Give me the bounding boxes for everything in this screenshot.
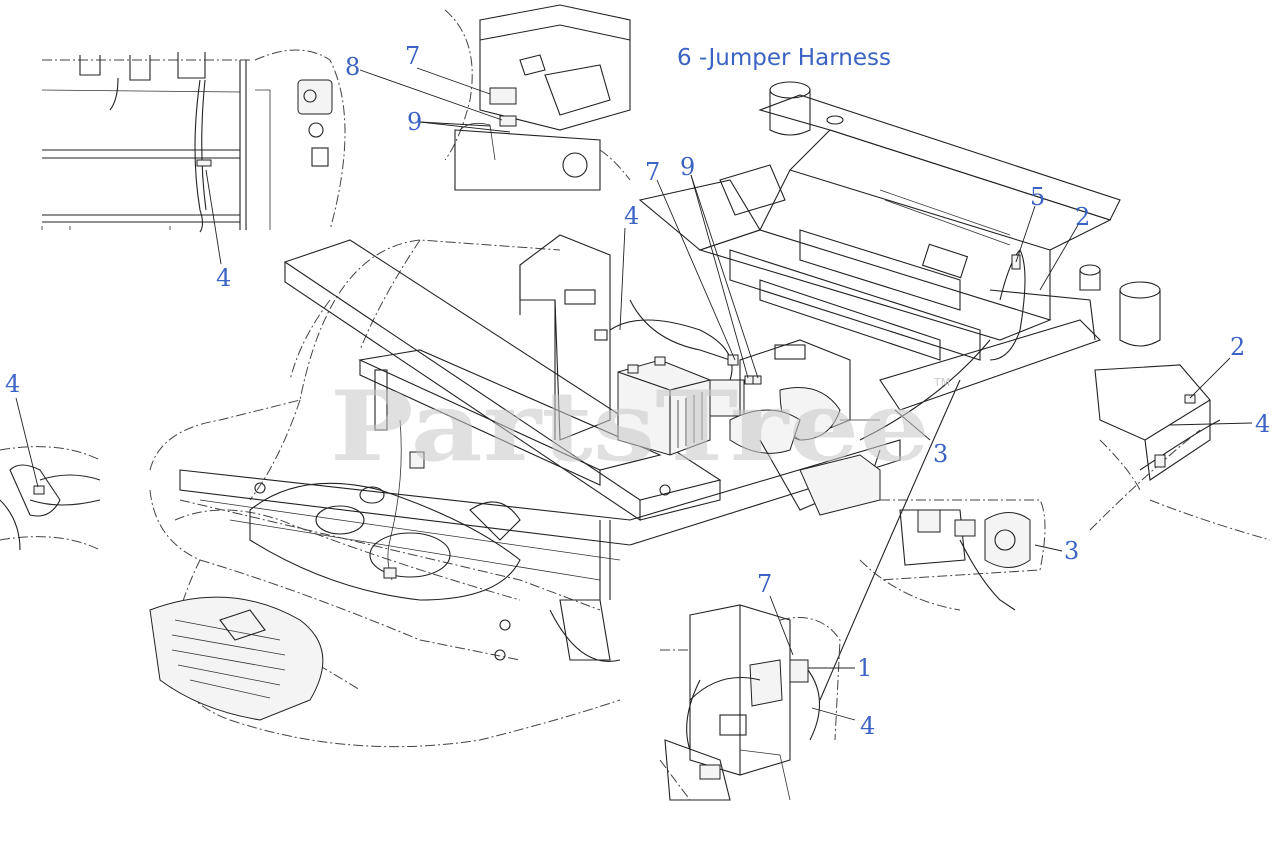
callout-2: 2 xyxy=(1075,203,1090,231)
callout-4: 4 xyxy=(860,712,875,740)
callout-7: 7 xyxy=(645,158,660,186)
callout-4: 4 xyxy=(5,370,20,398)
callout-5: 5 xyxy=(1030,183,1045,211)
inset-connector xyxy=(859,499,1063,611)
callout-7: 7 xyxy=(757,570,772,598)
inset-right xyxy=(1089,357,1271,541)
main-frame-assembly xyxy=(149,81,1161,748)
callout-9: 9 xyxy=(407,108,422,136)
callout-4: 4 xyxy=(1255,410,1270,438)
trademark-mark: TM xyxy=(933,376,950,389)
callout-3: 3 xyxy=(933,440,948,468)
inset-bottom-center xyxy=(659,595,856,801)
callout-3: 3 xyxy=(1064,537,1079,565)
diagram-title: 6 -Jumper Harness xyxy=(677,45,891,71)
callout-4: 4 xyxy=(216,264,231,292)
watermark: PartsTree xyxy=(330,370,930,483)
callout-7: 7 xyxy=(405,42,420,70)
inset-top-center xyxy=(359,4,631,191)
callout-9: 9 xyxy=(680,153,695,181)
callout-1: 1 xyxy=(857,654,872,682)
callout-8: 8 xyxy=(345,53,360,81)
callout-labels: 7 8 9 4 7 9 4 5 2 2 4 3 3 4 7 1 4 xyxy=(5,42,1270,740)
inset-top-left xyxy=(41,49,346,265)
callout-2: 2 xyxy=(1230,333,1245,361)
callout-4: 4 xyxy=(624,202,639,230)
inset-far-left xyxy=(0,397,101,551)
